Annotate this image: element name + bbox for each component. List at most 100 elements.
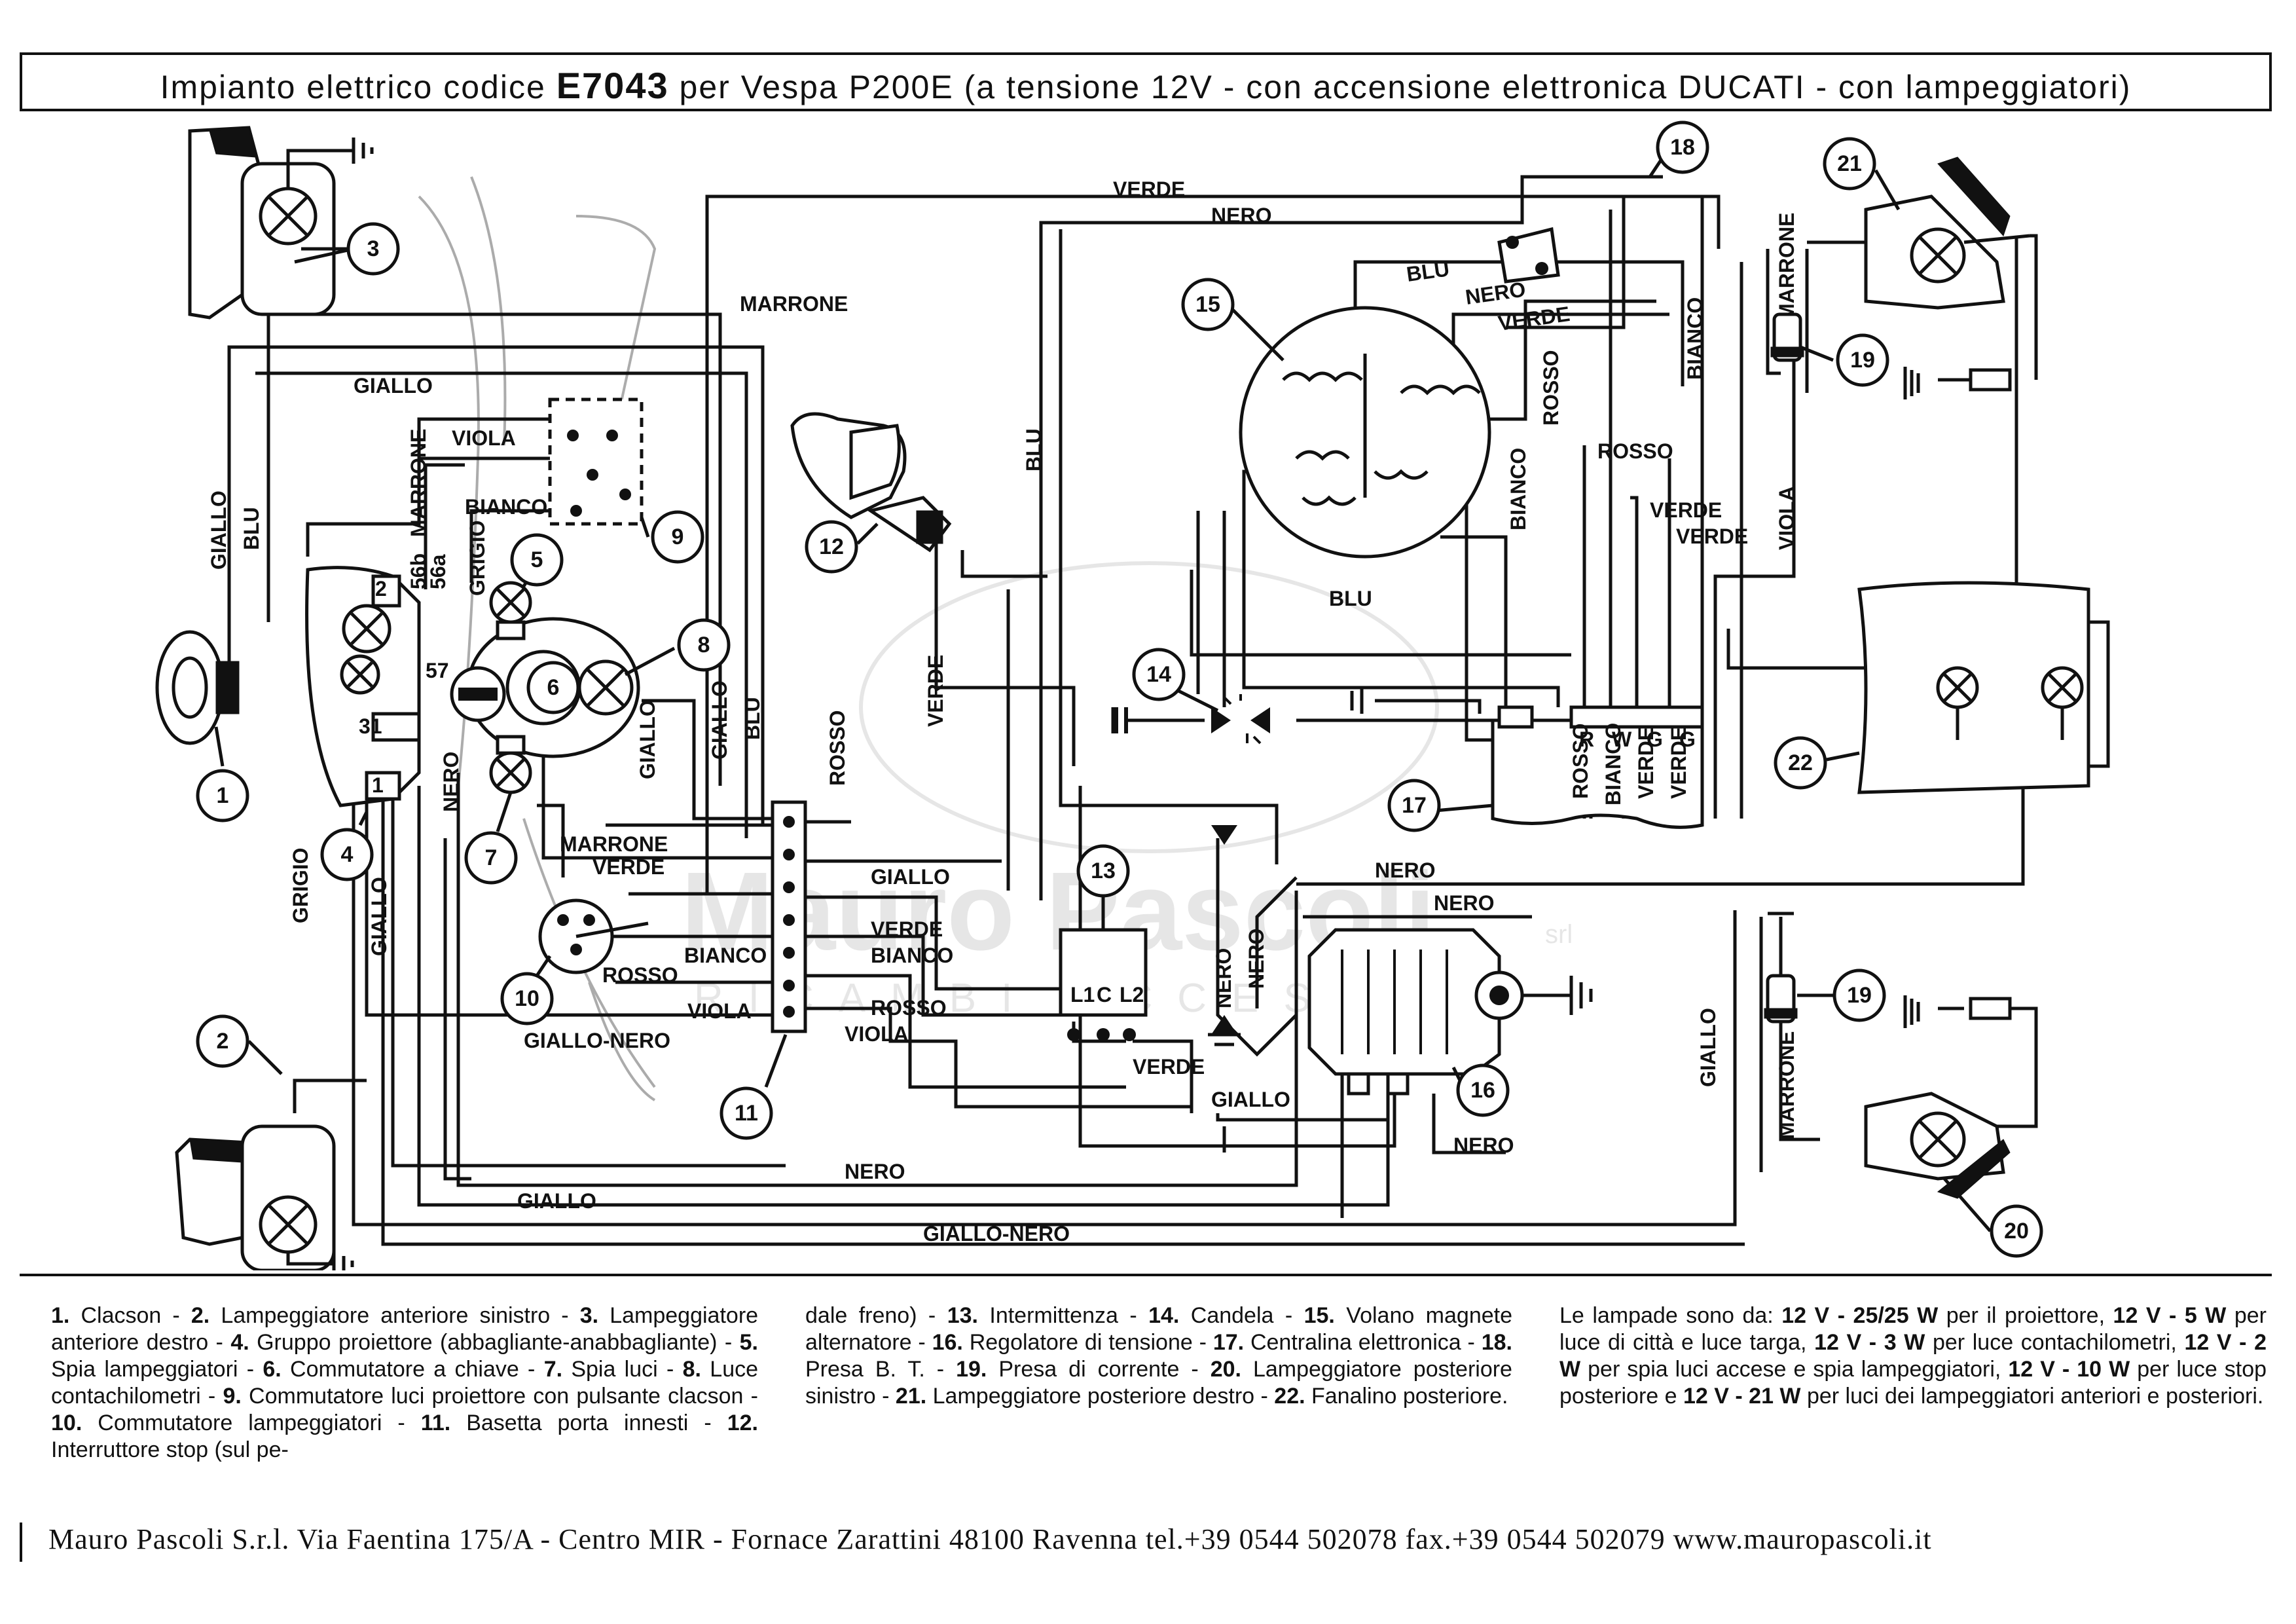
legend-number: 12 V - 2 W xyxy=(1559,1330,2267,1382)
legend-text: Candela - xyxy=(1190,1303,1293,1328)
wire-label: VIOLA xyxy=(845,1022,909,1046)
power-socket-rear-left xyxy=(1764,974,1798,1024)
voltage-regulator xyxy=(1307,928,1593,1096)
legend-number: 3. xyxy=(579,1303,599,1328)
legend-text: Regolatore di tensione - xyxy=(969,1330,1207,1355)
svg-text:6: 6 xyxy=(547,675,560,700)
wire-label: VERDE xyxy=(924,655,947,727)
legend-text: dale freno) - xyxy=(805,1303,936,1328)
brake-stop-switch xyxy=(790,412,952,553)
callout-15: 15 xyxy=(1181,278,1285,361)
footer-text: Mauro Pascoli S.r.l. Via Faentina 175/A … xyxy=(48,1523,1932,1555)
low-voltage-socket xyxy=(1497,227,1560,284)
legend-text: Luce contachilometri - xyxy=(51,1357,759,1409)
svg-text:11: 11 xyxy=(735,1101,758,1126)
wire-label: BLU xyxy=(1329,587,1372,610)
callout-1: 1 xyxy=(196,726,249,822)
electronic-control-unit: R W G G ROSSO BIANCO VERDE VERDE xyxy=(1491,705,1704,829)
wire-label: VERDE xyxy=(871,917,943,941)
legend-text: Presa B. T. - xyxy=(805,1357,945,1382)
callout-8: 8 xyxy=(624,618,731,676)
wire-label: GIALLO xyxy=(708,680,731,760)
legend-number: 7. xyxy=(543,1357,563,1382)
legend-number: 21. xyxy=(895,1384,927,1409)
callout-14: 14 xyxy=(1132,648,1219,712)
wire-label: ROSSO xyxy=(1597,439,1673,463)
wire-label: GRIGIO xyxy=(465,520,489,596)
legend-column-3: Le lampade sono da: 12 V - 25/25 W per i… xyxy=(1559,1302,2267,1410)
legend-number: 12 V - 5 W xyxy=(2113,1303,2227,1328)
svg-text:1: 1 xyxy=(217,783,229,808)
legend-text: Le lampade sono da: xyxy=(1559,1303,1774,1328)
wire-label: BIANCO xyxy=(684,944,767,967)
legend-text: Gruppo proiettore (abbagliante-anabbagli… xyxy=(257,1330,733,1355)
diagram-title: Impianto elettrico codice E7043 per Vesp… xyxy=(22,64,2269,107)
legend-text: Fanalino posteriore. xyxy=(1311,1384,1508,1409)
wire-label: VERDE xyxy=(1113,177,1185,201)
front-right-indicator xyxy=(188,126,374,320)
ecu-label: ROSSO xyxy=(1569,723,1592,799)
wire-label: VIOLA xyxy=(452,426,516,450)
wire-label: MARRONE xyxy=(1775,213,1798,321)
wire-label: VERDE xyxy=(1497,302,1571,335)
terminal-r: R xyxy=(1579,728,1594,751)
legend-number: 12 V - 3 W xyxy=(1814,1330,1925,1355)
wire-label: GIALLO xyxy=(1211,1088,1290,1111)
flywheel-magneto xyxy=(1239,306,1491,559)
wire-label: GIALLO xyxy=(354,374,433,397)
svg-text:18: 18 xyxy=(1670,135,1695,160)
indicator-switch xyxy=(538,898,649,974)
legend-number: 11. xyxy=(420,1411,451,1435)
callout-19a: 19 xyxy=(1800,333,1889,387)
wire-label: NERO xyxy=(1375,858,1435,882)
callout-22: 22 xyxy=(1774,736,1860,790)
legend-number: 10. xyxy=(51,1411,82,1435)
svg-text:5: 5 xyxy=(531,547,543,572)
callout-9: 9 xyxy=(640,510,704,564)
terminal-l2: L2 xyxy=(1120,983,1144,1006)
wire-label: BIANCO xyxy=(465,495,547,519)
legend-number: 6. xyxy=(263,1357,282,1382)
wire-label: NERO xyxy=(1245,929,1268,989)
callout-16: 16 xyxy=(1451,1063,1510,1117)
callout-11: 11 xyxy=(720,1034,788,1140)
terminal-56a: 56a xyxy=(426,554,450,589)
wire-label: VERDE xyxy=(592,855,665,879)
tail-light xyxy=(1857,581,2110,794)
svg-text:15: 15 xyxy=(1195,292,1220,317)
wire-label: MARRONE xyxy=(1775,1031,1798,1139)
svg-text:9: 9 xyxy=(672,525,684,549)
component-callouts: 1 2 3 4 5 6 7 8 9 10 11 12 13 14 15 16 1… xyxy=(196,120,2043,1258)
svg-text:13: 13 xyxy=(1091,858,1116,883)
footer: Mauro Pascoli S.r.l. Via Faentina 175/A … xyxy=(20,1522,2272,1562)
wire-label: GIALLO xyxy=(367,877,391,956)
legend-text: per il proiettore, xyxy=(1946,1303,2105,1328)
legend-number: 13. xyxy=(947,1303,978,1328)
wire-label: GIALLO xyxy=(207,490,230,570)
legend-text: Presa di corrente - xyxy=(998,1357,1199,1382)
terminal-c: C xyxy=(1097,983,1112,1006)
svg-text:14: 14 xyxy=(1146,662,1171,687)
legend-number: 12 V - 21 W xyxy=(1683,1384,1801,1409)
legend-text: Basetta porta innesti - xyxy=(466,1411,712,1435)
wire-label: GIALLO xyxy=(636,700,659,779)
wire-label: BIANCO xyxy=(1506,448,1530,530)
rear-left-indicator xyxy=(1864,1092,2011,1199)
wire-label: VERDE xyxy=(1676,525,1748,548)
wire-label: NERO xyxy=(439,752,463,812)
terminal-56b: 56b xyxy=(407,553,430,589)
wire-label: BIANCO xyxy=(1683,297,1707,380)
wire-label: BLU xyxy=(740,697,764,740)
wire-label: BIANCO xyxy=(871,944,953,967)
lights-warning-light xyxy=(489,751,532,794)
svg-text:4: 4 xyxy=(341,842,354,867)
legend-text: Spia luci - xyxy=(571,1357,674,1382)
legend-text: per spia luci accese e spia lampeggiator… xyxy=(1588,1357,2001,1382)
spark-plug xyxy=(1114,694,1270,745)
legend-column-2: dale freno) - 13. Intermittenza - 14. Ca… xyxy=(805,1302,1512,1410)
callout-18: 18 xyxy=(1648,120,1709,178)
legend-text: per luce stop posteriore e xyxy=(1559,1357,2267,1409)
rear-right-indicator xyxy=(1833,157,2030,310)
legend-number: 12. xyxy=(727,1411,758,1435)
callout-21: 21 xyxy=(1823,137,1901,211)
